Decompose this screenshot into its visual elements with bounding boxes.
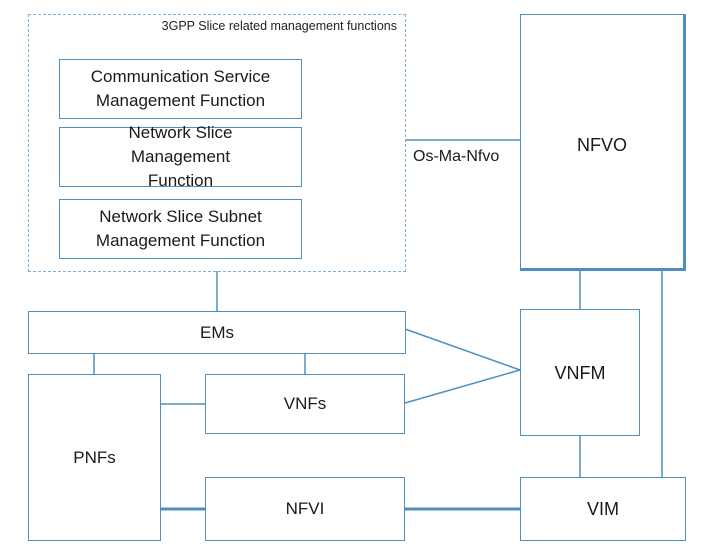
nssmf-box[interactable]: Network Slice Subnet Management Function — [59, 199, 302, 259]
nssmf-label: Network Slice Subnet Management Function — [95, 207, 266, 250]
vim-box[interactable]: VIM — [520, 477, 686, 541]
slice-management-group: 3GPP Slice related management functions — [28, 14, 406, 272]
csmf-label: Communication Service Management Functio… — [90, 67, 271, 110]
nfvo-box[interactable]: NFVO — [520, 14, 686, 271]
group-title: 3GPP Slice related management functions — [161, 19, 397, 33]
vnfs-label: VNFs — [283, 394, 327, 413]
line-vnfs-to-vnfm — [404, 369, 521, 404]
nsmf-label: Network Slice Management Function — [128, 123, 233, 190]
csmf-box[interactable]: Communication Service Management Functio… — [59, 59, 302, 119]
ems-box[interactable]: EMs — [28, 311, 406, 354]
pnfs-label: PNFs — [73, 447, 116, 467]
pnfs-box[interactable]: PNFs — [28, 374, 161, 541]
vim-label: VIM — [586, 499, 619, 519]
nfvo-label: NFVO — [576, 135, 627, 155]
vnfm-label: VNFM — [554, 362, 606, 383]
vnfs-box[interactable]: VNFs — [205, 374, 405, 434]
nsmf-box[interactable]: Network Slice Management Function — [59, 123, 302, 190]
interface-label: Os-Ma-Nfvo — [413, 148, 500, 166]
nfvi-box[interactable]: NFVI — [205, 477, 405, 541]
line-ems-to-vnfm — [404, 328, 521, 371]
nfvi-label: NFVI — [285, 499, 325, 518]
vnfm-box[interactable]: VNFM — [520, 309, 640, 436]
ems-label: EMs — [200, 322, 234, 342]
